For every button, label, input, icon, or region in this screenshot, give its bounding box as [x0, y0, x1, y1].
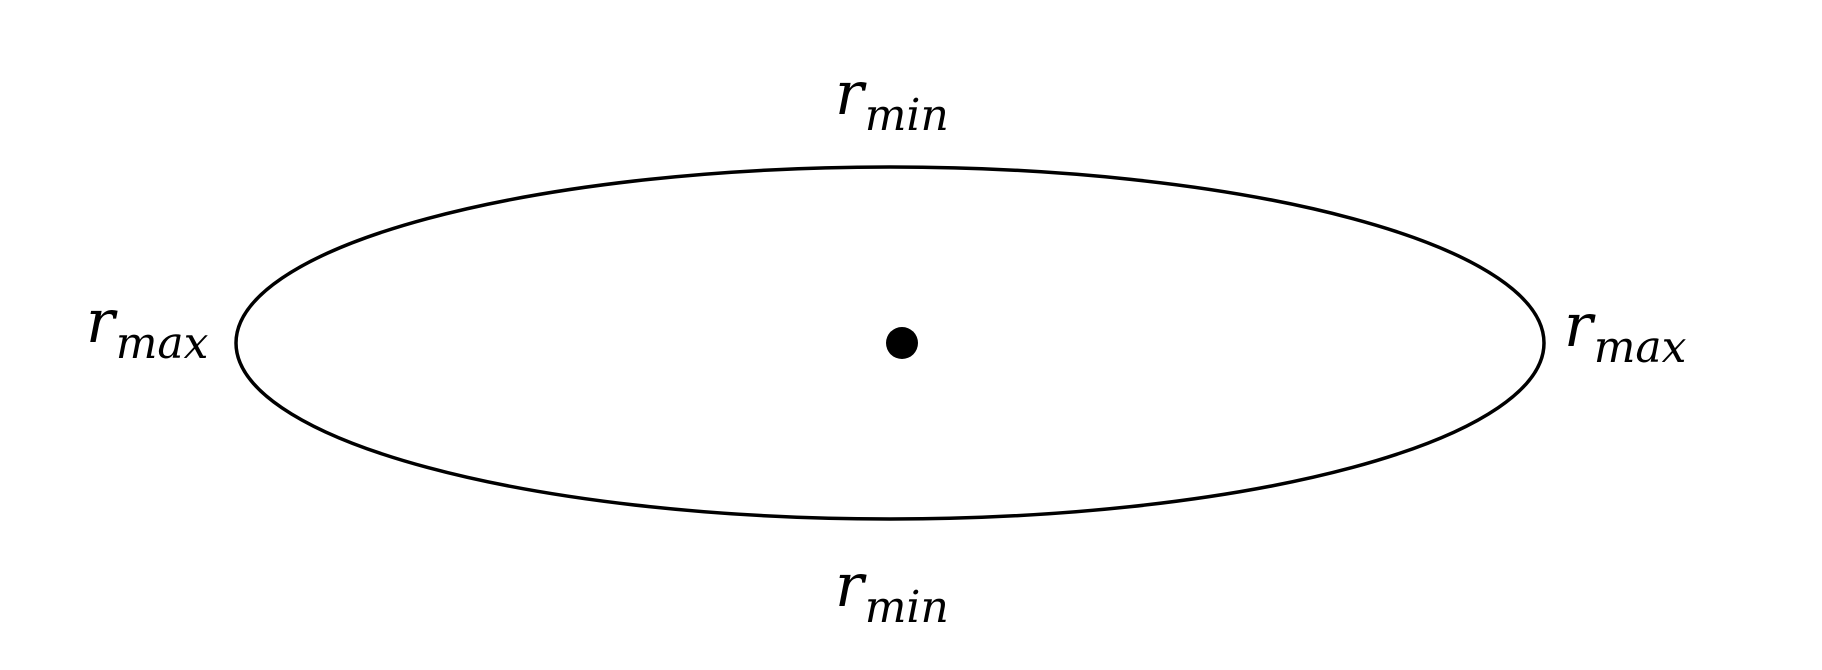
- label-right-rmax: rmax: [1564, 296, 1686, 370]
- label-bottom-base: r: [835, 551, 864, 621]
- label-left-rmax: rmax: [86, 292, 208, 366]
- label-left-sub: max: [115, 318, 209, 369]
- label-top-sub: min: [864, 90, 949, 141]
- label-bottom-sub: min: [864, 582, 949, 633]
- label-right-sub: max: [1593, 322, 1687, 373]
- label-left-base: r: [86, 287, 115, 357]
- label-bottom-rmin: rmin: [835, 556, 949, 630]
- label-top-rmin: rmin: [835, 64, 949, 138]
- label-top-base: r: [835, 59, 864, 129]
- center-point: [886, 327, 918, 359]
- label-right-base: r: [1564, 291, 1593, 361]
- orbit-ellipse: [234, 165, 1546, 521]
